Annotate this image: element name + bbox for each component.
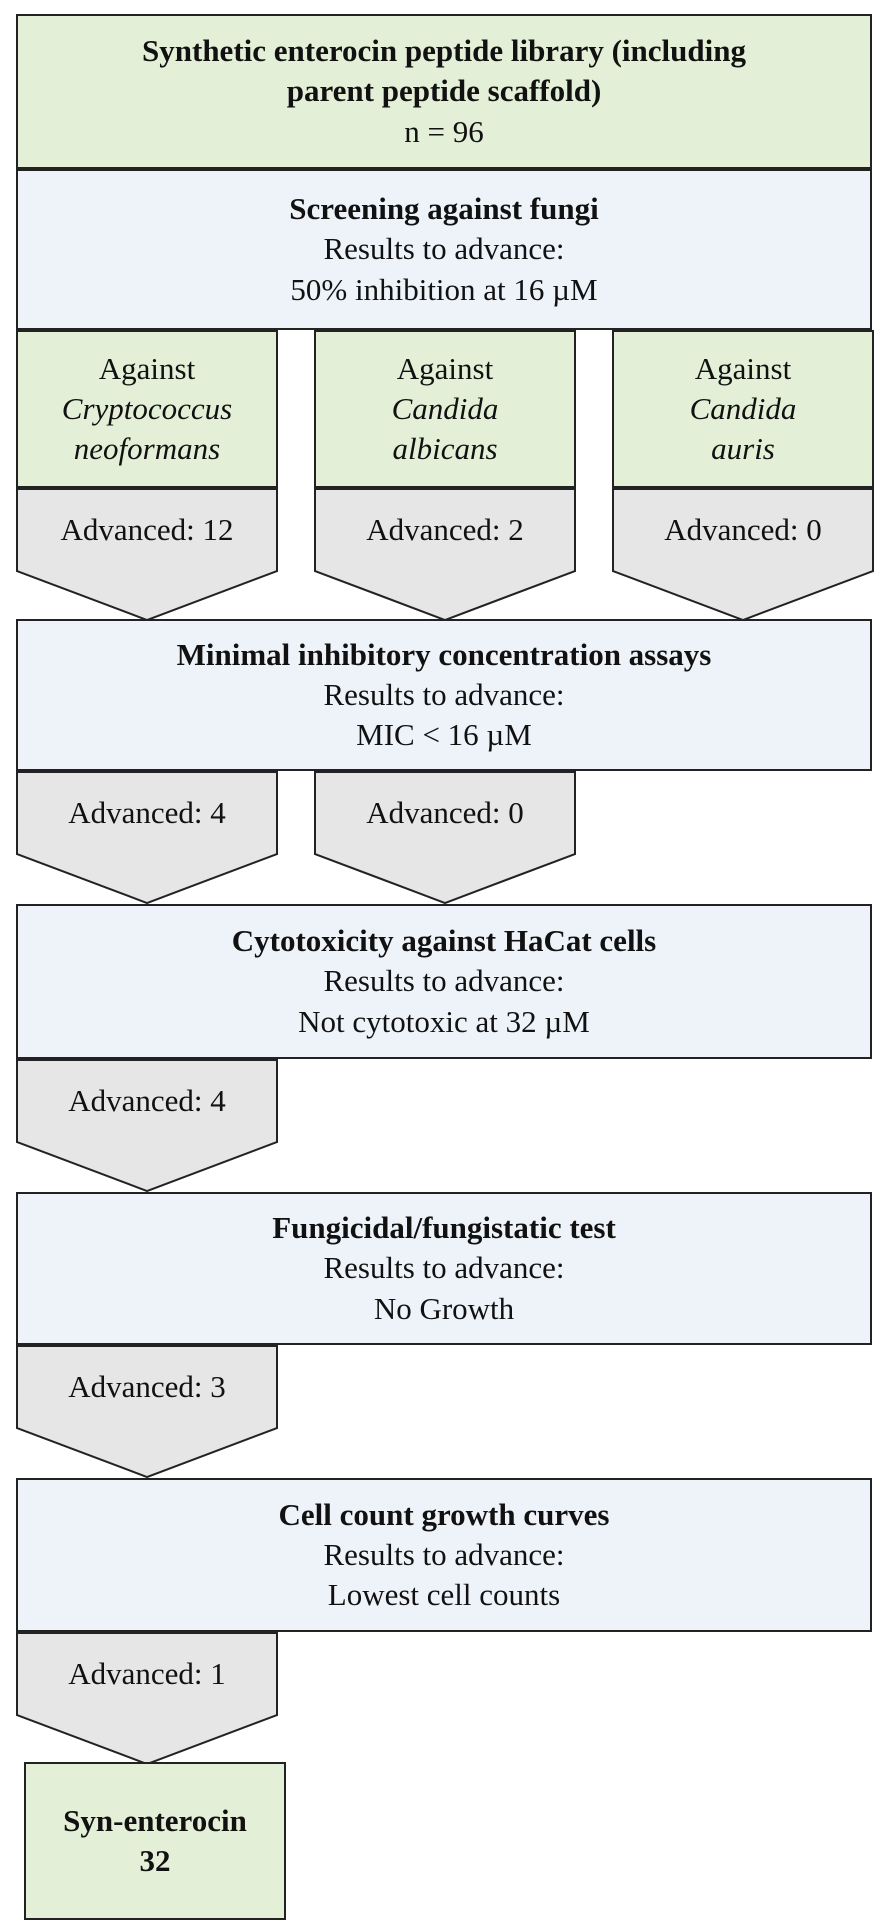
growth-title: Cell count growth curves (278, 1496, 610, 1532)
cytotoxicity-criterion: Not cytotoxic at 32 µM (298, 1003, 590, 1039)
arrow-shape (16, 1632, 278, 1766)
organism-box-cryptococcus: Against Cryptococcus neoformans (16, 330, 278, 488)
organism-genus: Cryptococcus (61, 390, 233, 426)
library-title-line1: Synthetic enterocin peptide library (inc… (142, 33, 746, 69)
organism-genus: Candida (391, 390, 499, 426)
screening-box: Screening against fungi Results to advan… (16, 169, 872, 330)
organism-species: auris (711, 431, 775, 467)
screening-criterion: 50% inhibition at 16 µM (290, 271, 598, 307)
cytotoxicity-title: Cytotoxicity against HaCat cells (231, 923, 657, 959)
advance-arrow-growth: Advanced: 1 (16, 1632, 278, 1766)
advance-arrow-mic-2: Advanced: 0 (314, 771, 576, 905)
mic-box: Minimal inhibitory concentration assays … (16, 619, 872, 771)
advance-arrow-cytotoxicity: Advanced: 4 (16, 1059, 278, 1193)
screening-subtitle: Results to advance: (323, 231, 565, 267)
cytotoxicity-subtitle: Results to advance: (323, 963, 565, 999)
organism-label: Against (98, 350, 196, 386)
mic-subtitle: Results to advance: (323, 676, 565, 712)
advance-arrow-candida-albicans: Advanced: 2 (314, 488, 576, 622)
library-title-line2: parent peptide scaffold) (286, 73, 602, 109)
advance-count: Advanced: 3 (68, 1368, 226, 1404)
advance-count: Advanced: 0 (366, 794, 524, 830)
mic-title: Minimal inhibitory concentration assays (176, 636, 712, 672)
advance-count: Advanced: 4 (68, 1082, 226, 1118)
organism-label: Against (396, 350, 494, 386)
fungicidal-criterion: No Growth (373, 1290, 515, 1326)
arrow-shape (612, 488, 874, 622)
fungicidal-title: Fungicidal/fungistatic test (272, 1210, 616, 1246)
arrow-shape (16, 488, 278, 622)
screening-title: Screening against fungi (289, 191, 599, 227)
advance-arrow-fungicidal: Advanced: 3 (16, 1345, 278, 1479)
organism-genus: Candida (689, 390, 797, 426)
growth-curves-box: Cell count growth curves Results to adva… (16, 1478, 872, 1632)
result-name: Syn-enterocin (63, 1802, 247, 1838)
advance-count: Advanced: 12 (60, 511, 234, 547)
arrow-shape (314, 771, 576, 905)
arrow-shape (314, 488, 576, 622)
fungicidal-subtitle: Results to advance: (323, 1250, 565, 1286)
library-box: Synthetic enterocin peptide library (inc… (16, 14, 872, 169)
advance-arrow-candida-auris: Advanced: 0 (612, 488, 874, 622)
library-count: n = 96 (404, 113, 484, 149)
fungicidal-box: Fungicidal/fungistatic test Results to a… (16, 1192, 872, 1345)
arrow-shape (16, 1345, 278, 1479)
organism-box-candida-auris: Against Candida auris (612, 330, 874, 488)
organism-species: neoformans (73, 431, 221, 467)
cytotoxicity-box: Cytotoxicity against HaCat cells Results… (16, 904, 872, 1059)
advance-arrow-mic-1: Advanced: 4 (16, 771, 278, 905)
result-box: Syn-enterocin 32 (24, 1762, 286, 1920)
arrow-shape (16, 771, 278, 905)
advance-arrow-cryptococcus: Advanced: 12 (16, 488, 278, 622)
advance-count: Advanced: 4 (68, 794, 226, 830)
organism-box-candida-albicans: Against Candida albicans (314, 330, 576, 488)
growth-criterion: Lowest cell counts (327, 1577, 561, 1613)
result-number: 32 (139, 1843, 171, 1878)
advance-count: Advanced: 1 (68, 1655, 226, 1691)
organism-species: albicans (392, 431, 498, 467)
advance-count: Advanced: 0 (664, 511, 822, 547)
advance-count: Advanced: 2 (366, 511, 524, 547)
growth-subtitle: Results to advance: (323, 1536, 565, 1572)
organism-label: Against (694, 350, 792, 386)
arrow-shape (16, 1059, 278, 1193)
mic-criterion: MIC < 16 µM (356, 717, 532, 753)
